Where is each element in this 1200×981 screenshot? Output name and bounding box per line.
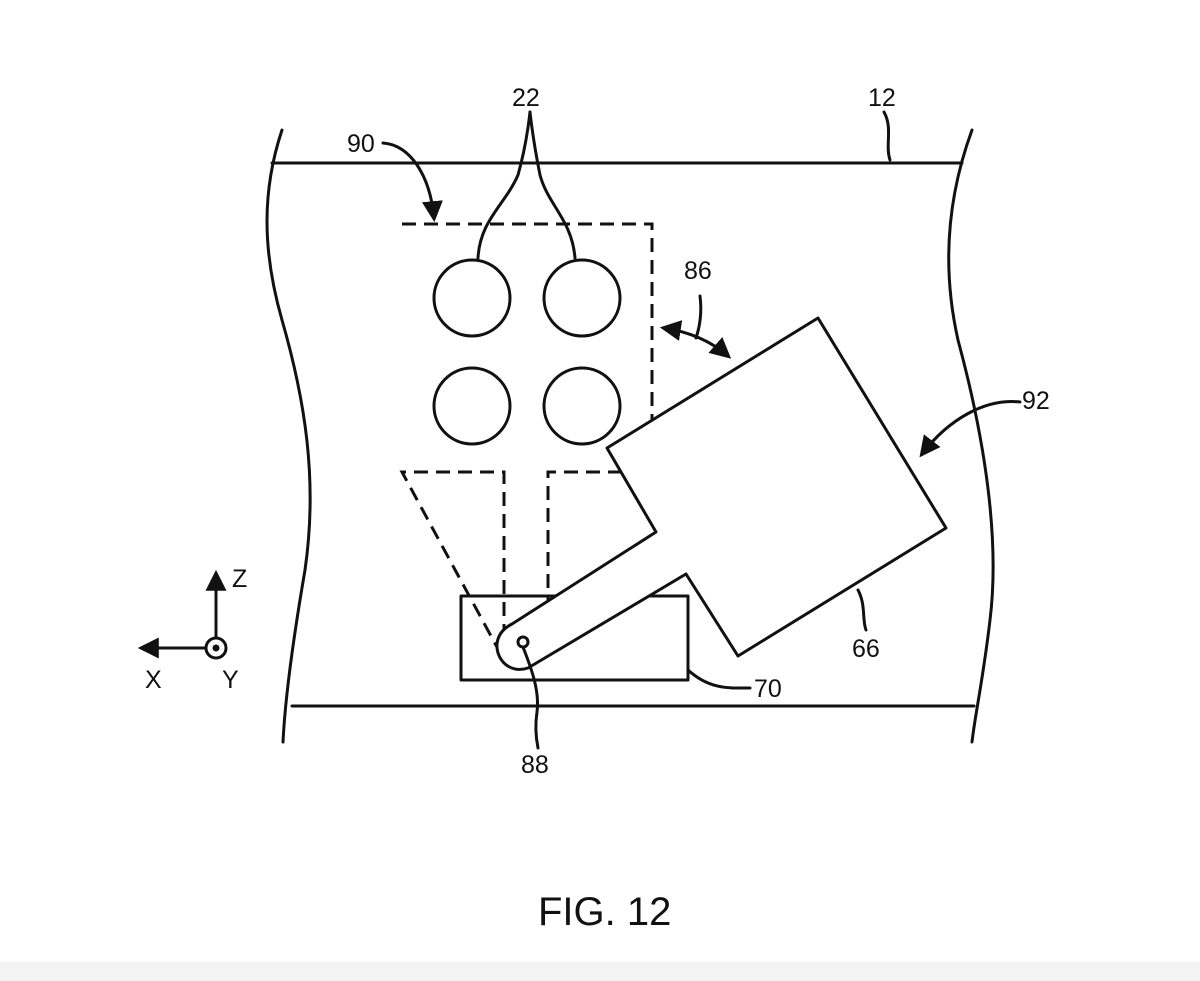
leader-88 bbox=[521, 645, 540, 750]
leader-22-left bbox=[476, 110, 532, 260]
sensor-array-22 bbox=[432, 258, 622, 446]
reference-numerals: 22 12 90 86 92 66 70 88 bbox=[347, 84, 1050, 779]
label-90: 90 bbox=[347, 130, 375, 158]
housing-12 bbox=[265, 128, 995, 744]
label-12: 12 bbox=[868, 84, 896, 112]
label-88: 88 bbox=[521, 751, 549, 779]
axis-label-x: X bbox=[145, 666, 162, 694]
coordinate-axes: Z X Y bbox=[137, 565, 247, 694]
axis-label-z: Z bbox=[232, 565, 247, 593]
axis-label-y: Y bbox=[222, 666, 239, 694]
leader-12 bbox=[882, 110, 892, 162]
y-axis-dot bbox=[212, 644, 220, 652]
label-92: 92 bbox=[1022, 387, 1050, 415]
label-66: 66 bbox=[852, 635, 880, 663]
label-70: 70 bbox=[754, 675, 782, 703]
sensor-circle-top-left bbox=[432, 258, 512, 338]
label-22: 22 bbox=[512, 84, 540, 112]
leader-22-right bbox=[528, 110, 577, 260]
leader-66 bbox=[856, 588, 868, 632]
label-86: 86 bbox=[684, 257, 712, 285]
sensor-circle-bottom-left bbox=[432, 366, 512, 446]
leader-92 bbox=[919, 400, 1022, 458]
housing-right-break bbox=[947, 128, 995, 744]
leader-86 bbox=[694, 294, 703, 340]
sensor-circle-bottom-right bbox=[542, 366, 622, 446]
housing-left-break bbox=[265, 128, 312, 744]
leader-70 bbox=[686, 668, 752, 690]
bottom-strip bbox=[0, 962, 1200, 981]
sensor-circle-top-right bbox=[542, 258, 622, 338]
figure-caption: FIG. 12 bbox=[538, 890, 671, 934]
leader-90 bbox=[381, 141, 443, 223]
rotating-member-92 bbox=[495, 316, 948, 671]
leader-lines bbox=[381, 110, 1022, 750]
motion-arrow-86 bbox=[659, 320, 732, 359]
